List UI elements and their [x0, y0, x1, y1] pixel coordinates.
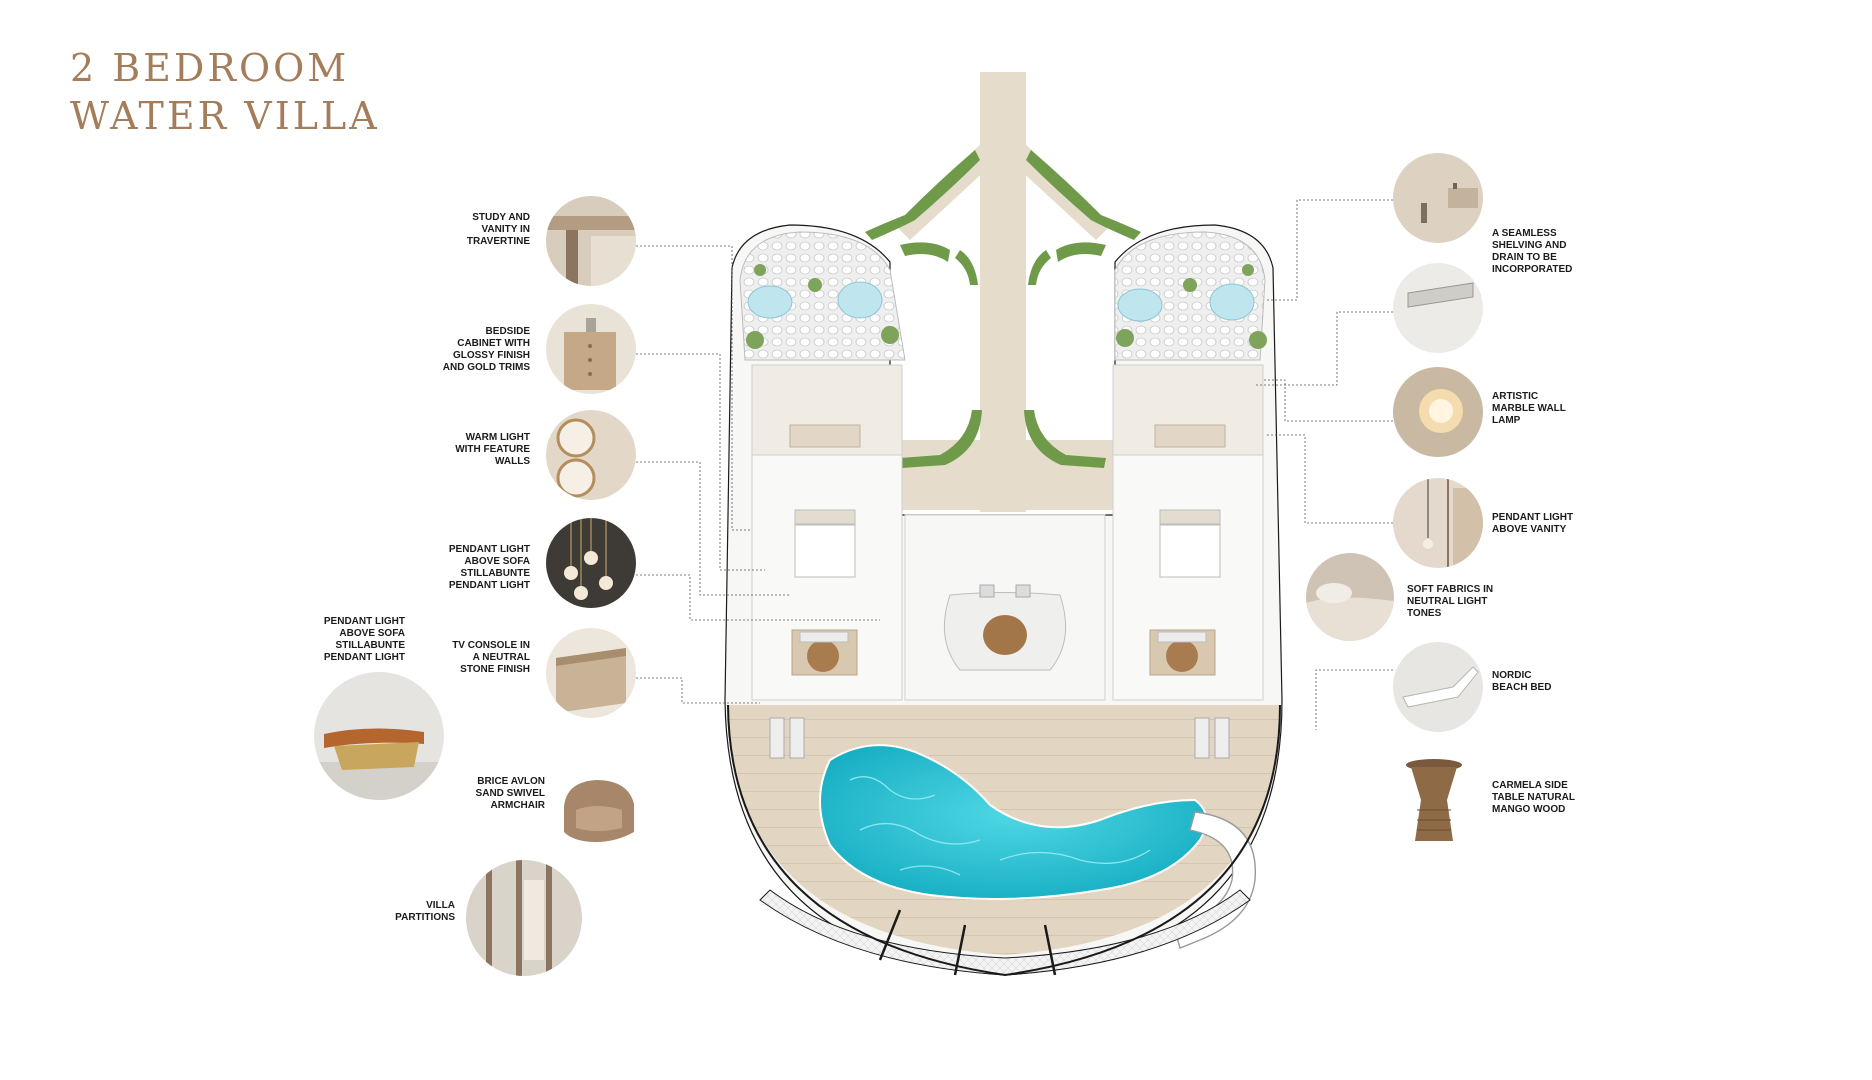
- central-living: [904, 514, 1106, 701]
- partition-thumbnail: [466, 860, 582, 976]
- label-marble-lamp: ARTISTIC MARBLE WALL LAMP: [1492, 391, 1566, 426]
- label-bedside-cabinet: BEDSIDE CABINET WITH GLOSSY FINISH AND G…: [442, 326, 530, 373]
- label-study-vanity: STUDY AND VANITY IN TRAVERTINE: [466, 212, 530, 247]
- pendant-cluster-thumbnail: [546, 518, 636, 608]
- label-pendant-sofa-2: PENDANT LIGHT ABOVE SOFA STILLABUNTE PEN…: [323, 616, 405, 663]
- label-shelving-drain: A SEAMLESS SHELVING AND DRAIN TO BE INCO…: [1492, 228, 1573, 275]
- label-armchair: BRICE AVLON SAND SWIVEL ARMCHAIR: [475, 776, 545, 811]
- stone-console-thumbnail: [546, 628, 636, 718]
- label-beach-bed: NORDIC BEACH BED: [1492, 670, 1552, 693]
- pendant-vanity-thumbnail: [1393, 478, 1483, 568]
- beach-bed-thumbnail: [1393, 642, 1483, 732]
- title-line-1: 2 BEDROOM: [70, 46, 350, 90]
- label-partitions: VILLA PARTITIONS: [395, 900, 455, 923]
- left-wing: [739, 231, 906, 701]
- label-pendant-sofa: PENDANT LIGHT ABOVE SOFA STILLABUNTE PEN…: [448, 544, 530, 591]
- label-tv-console: TV CONSOLE IN A NEUTRAL STONE FINISH: [452, 640, 530, 675]
- linear-drain-thumbnail: [1393, 263, 1483, 353]
- label-soft-fabrics: SOFT FABRICS IN NEUTRAL LIGHT TONES: [1407, 584, 1494, 619]
- shower-niche-thumbnail: [1393, 153, 1483, 243]
- marble-lamp-thumbnail: [1393, 367, 1483, 457]
- round-mirror-thumbnail: [546, 410, 636, 500]
- loungers: [769, 717, 1230, 759]
- bedside-cabinet-thumbnail: [546, 304, 636, 394]
- side-table-thumbnail: [1403, 755, 1465, 845]
- travertine-vanity-thumbnail: [546, 196, 636, 286]
- label-warm-light: WARM LIGHT WITH FEATURE WALLS: [455, 432, 530, 467]
- pool-slide: [1174, 811, 1257, 949]
- label-side-table: CARMELA SIDE TABLE NATURAL MANGO WOOD: [1492, 780, 1575, 815]
- title-line-2: WATER VILLA: [70, 94, 380, 138]
- label-pendant-vanity: PENDANT LIGHT ABOVE VANITY: [1492, 512, 1574, 535]
- bedding-thumbnail: [1306, 553, 1394, 641]
- greenery: [865, 150, 1141, 468]
- armchair-thumbnail: [556, 762, 642, 848]
- bench-thumbnail: [314, 672, 444, 800]
- jetty: [890, 72, 1115, 512]
- right-wing: [1112, 231, 1267, 701]
- page-title: 2 BEDROOM WATER VILLA: [70, 44, 380, 140]
